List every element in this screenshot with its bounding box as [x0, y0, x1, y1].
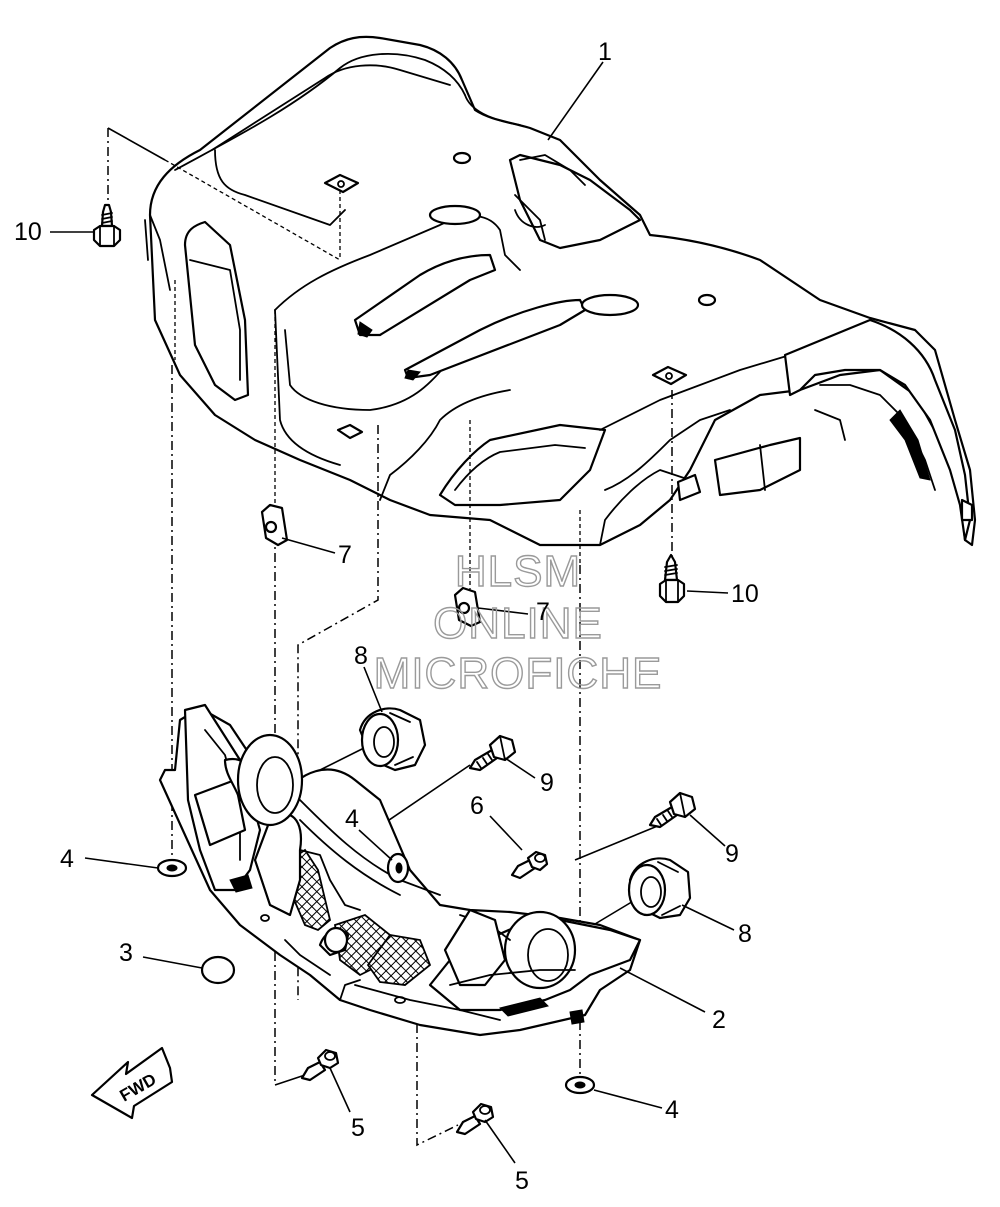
bolt-10-right [658, 553, 686, 604]
washer-4-left [156, 858, 188, 878]
callout-10-right: 10 [731, 580, 759, 608]
washer-4-right [564, 1075, 596, 1095]
callout-5-left: 5 [351, 1114, 365, 1142]
callout-1: 1 [598, 38, 612, 66]
callout-labels: 1 10 7 7 10 8 9 4 6 9 4 8 3 2 4 5 5 [14, 38, 759, 1195]
callout-3: 3 [119, 939, 133, 967]
cap-3 [200, 955, 236, 985]
leader-lines [50, 61, 735, 1164]
bolt-10-left [92, 203, 122, 248]
bolt-9-lower [648, 791, 697, 829]
callout-10-left: 10 [14, 218, 42, 246]
grommet-8-left [358, 707, 427, 772]
callout-4-left: 4 [60, 845, 74, 873]
watermark: HLSM ONLINE MICROFICHE [373, 546, 663, 698]
rivet-5-left [300, 1048, 340, 1082]
bolt-9-upper [468, 734, 517, 772]
callout-6: 6 [470, 792, 484, 820]
clip-nut-7-right [453, 586, 482, 628]
callout-9-upper: 9 [540, 769, 554, 797]
callout-9-lower: 9 [725, 840, 739, 868]
callout-4-right: 4 [665, 1096, 679, 1124]
front-fender [144, 35, 977, 547]
rivet-5-right [455, 1102, 495, 1136]
grommet-8-right [627, 857, 692, 920]
forward-direction-arrow: FWD [90, 1046, 174, 1120]
watermark-line-1: HLSM [455, 547, 581, 596]
watermark-line-2: ONLINE [433, 599, 603, 648]
callout-8-upper: 8 [354, 642, 368, 670]
clip-nut-7-left [260, 503, 289, 547]
bolt-6 [510, 850, 549, 880]
callout-5-right: 5 [515, 1167, 529, 1195]
watermark-line-3: MICROFICHE [374, 649, 663, 698]
callout-4-center: 4 [345, 805, 359, 833]
washer-4-center [386, 852, 410, 884]
callout-8-lower: 8 [738, 920, 752, 948]
callout-2: 2 [712, 1006, 726, 1034]
callout-7-right: 7 [536, 598, 550, 626]
callout-7-left: 7 [338, 541, 352, 569]
